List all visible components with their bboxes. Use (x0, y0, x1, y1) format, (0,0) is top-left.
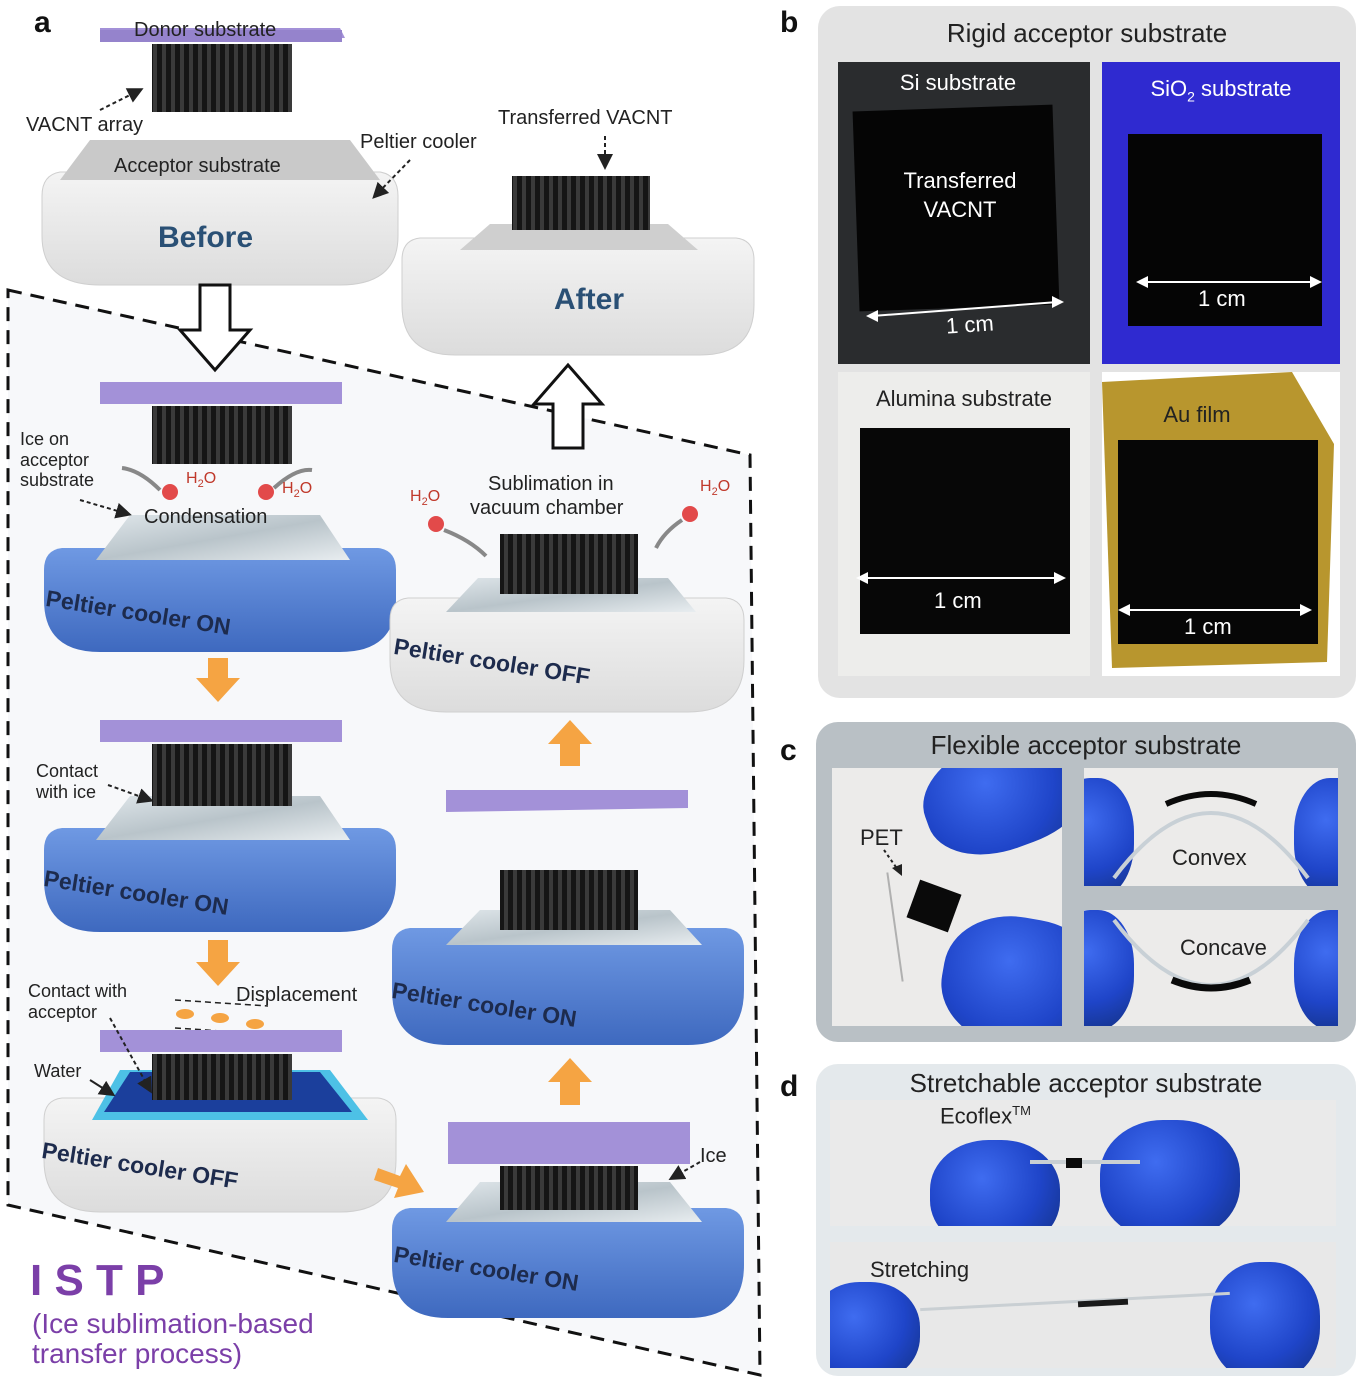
si-scale-label: 1 cm (945, 310, 995, 339)
vacnt-array-label: VACNT array (26, 114, 144, 136)
before-label: Before (158, 221, 254, 254)
water-label: Water (34, 1061, 82, 1081)
pet-arrow (883, 849, 902, 876)
transferred-label-2: VACNT (923, 197, 997, 222)
sublimation-label-1: Sublimation in (488, 473, 614, 495)
lifted-donor (446, 790, 688, 812)
si-photo (838, 62, 1090, 364)
glove (1100, 1120, 1240, 1226)
glove (1084, 910, 1134, 1026)
si-label: Si substrate (899, 70, 1017, 95)
concave-label: Concave (1180, 935, 1267, 960)
contact-with-acceptor-2: acceptor (28, 1002, 98, 1022)
sublimation-label-2: vacuum chamber (470, 497, 624, 519)
transferred-label-1: Transferred (903, 168, 1017, 193)
sio2-scale-bar (1136, 276, 1322, 288)
down-arrow-before (176, 283, 254, 373)
pet-label: PET (860, 825, 903, 850)
peltier-cooler-label: Peltier cooler (360, 131, 477, 153)
alumina-photo (838, 372, 1090, 676)
ecoflex-strip (1030, 1160, 1140, 1164)
contact-with-ice-1: Contact (36, 761, 99, 781)
pet-vacnt (906, 879, 962, 933)
transferred-vacnt-label: Transferred VACNT (498, 107, 673, 129)
stretching-label: Stretching (870, 1257, 970, 1282)
glove (931, 905, 1062, 1026)
glove (930, 1140, 1060, 1226)
sio2-photo (1102, 62, 1340, 364)
panel-c-title: Flexible acceptor substrate (930, 730, 1242, 760)
up-arrow-after (530, 362, 606, 450)
au-scale-label: 1 cm (1184, 614, 1232, 639)
h2o-label: H2O (410, 488, 441, 509)
convex-label: Convex (1172, 845, 1247, 870)
si-scale-bar (866, 296, 1064, 322)
pet-photo (832, 768, 1062, 1026)
h2o-label: H2O (700, 478, 731, 499)
concave-photo (1084, 910, 1338, 1026)
acceptor-substrate-label: Acceptor substrate (114, 155, 281, 177)
concave-film (1112, 918, 1310, 992)
panel-b-letter: b (780, 6, 799, 39)
donor-substrate-label: Donor substrate (134, 19, 277, 41)
ice-on-label-1: Ice on (20, 429, 70, 449)
panel-d-letter: d (780, 1070, 799, 1103)
alumina-vacnt-square (860, 428, 1070, 634)
after-acceptor (460, 224, 698, 250)
istp-subtitle-1: (Ice sublimation-based (32, 1308, 314, 1339)
after-vacnt (512, 176, 650, 230)
h2o-label: H2O (282, 480, 313, 501)
acceptor-substrate (60, 140, 380, 180)
panel-a-diagram (6, 28, 762, 1377)
glove (1210, 1262, 1320, 1368)
istp-subtitle-2: transfer process) (32, 1338, 243, 1369)
alumina-scale-bar (856, 572, 1066, 584)
panel-c-letter: c (780, 734, 797, 767)
vacnt-array-top (152, 44, 292, 112)
alumina-scale-label: 1 cm (934, 588, 982, 613)
contact-with-ice-2: with ice (36, 782, 97, 802)
after-label: After (554, 283, 625, 316)
stretched-vacnt (1077, 1298, 1129, 1308)
au-label: Au film (1163, 402, 1231, 427)
after-cooler (401, 237, 755, 356)
sio2-scale-label: 1 cm (1198, 286, 1246, 311)
ecoflex-label: EcoflexTM (940, 1103, 1031, 1129)
au-scale-bar (1118, 604, 1312, 616)
ecoflex-photo (830, 1100, 1336, 1226)
pet-film-edge (886, 872, 904, 982)
before-cooler (41, 171, 399, 286)
glove (908, 768, 1062, 874)
contact-with-acceptor-1: Contact with (28, 981, 128, 1001)
ice-label: Ice (700, 1145, 727, 1167)
stretching-photo (830, 1242, 1336, 1368)
ice-on-label-2: acceptor (20, 450, 90, 470)
panel-b-title: Rigid acceptor substrate (946, 18, 1228, 48)
convex-photo (1084, 768, 1338, 886)
glove (830, 1282, 920, 1368)
sio2-label: SiO2 substrate (1150, 76, 1292, 105)
displacement-label: Displacement (236, 984, 358, 1006)
ice-on-label-3: substrate (20, 470, 95, 490)
orange-step-arrows (196, 658, 592, 1198)
ecoflex-vacnt (1066, 1158, 1082, 1168)
istp-title: I S T P (30, 1256, 165, 1305)
sio2-vacnt-square (1128, 134, 1322, 326)
convex-film (1112, 791, 1310, 880)
panel-a-letter: a (34, 6, 51, 39)
condensation-label: Condensation (144, 506, 268, 528)
stretched-strip (920, 1291, 1230, 1312)
panel-d-title: Stretchable acceptor substrate (909, 1068, 1263, 1098)
h2o-label: H2O (186, 470, 217, 491)
alumina-label: Alumina substrate (875, 386, 1053, 411)
